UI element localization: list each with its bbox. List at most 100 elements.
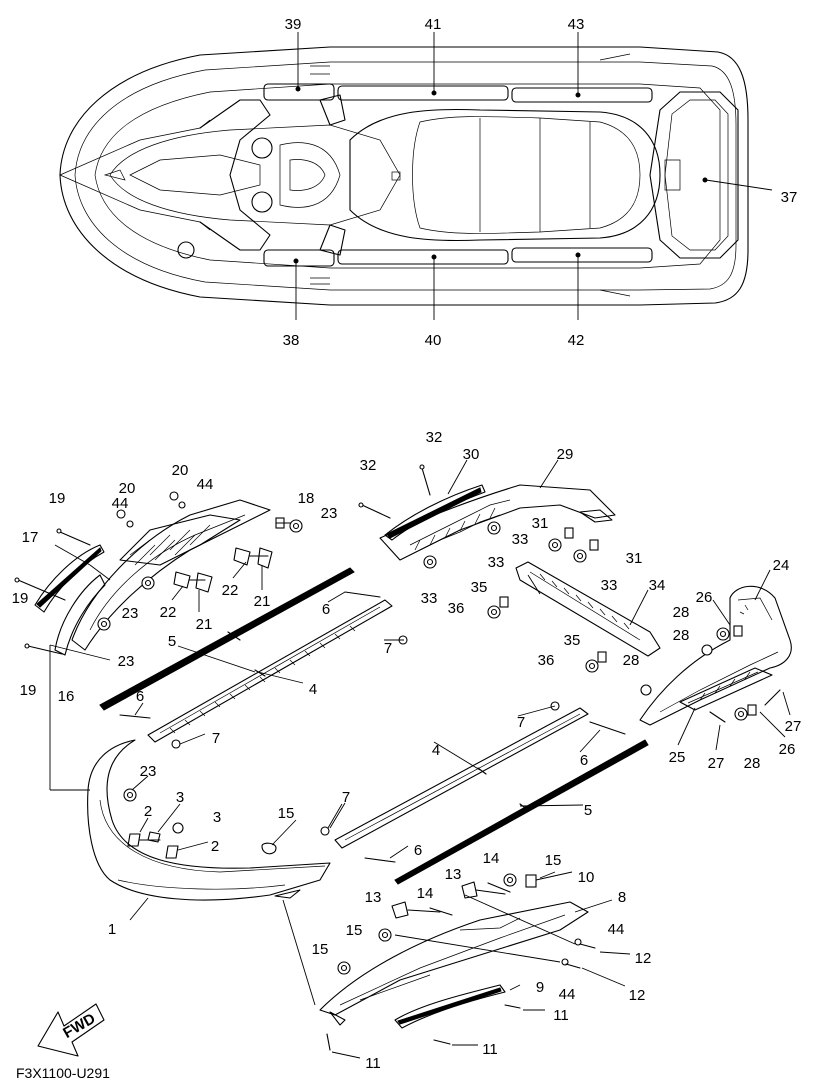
callout-34: 34 <box>649 577 666 594</box>
callout-7: 7 <box>384 640 392 657</box>
callout-32: 32 <box>360 457 377 474</box>
callout-20: 20 <box>119 480 136 497</box>
callout-23: 23 <box>118 653 135 670</box>
bottom-leaders <box>129 775 631 1059</box>
front-left-leaders <box>54 544 263 612</box>
callout-7: 7 <box>212 730 220 747</box>
callout-38: 38 <box>283 332 300 349</box>
callout-14: 14 <box>483 850 500 867</box>
front-bumper-1 <box>49 644 331 901</box>
callout-5: 5 <box>168 633 176 650</box>
part-25 <box>679 667 773 711</box>
callout-7: 7 <box>517 714 525 731</box>
fasteners-bottom <box>326 873 596 1051</box>
callout-12: 12 <box>629 987 646 1004</box>
fasteners-rear <box>640 625 781 723</box>
sponson-8 <box>319 901 589 1026</box>
callout-6: 6 <box>322 601 330 618</box>
callout-24: 24 <box>773 557 790 574</box>
callout-26: 26 <box>779 741 796 758</box>
callout-11: 11 <box>482 1041 498 1058</box>
part-17 <box>34 544 105 613</box>
fasteners-left <box>14 491 303 655</box>
callout-27: 27 <box>785 718 802 735</box>
mat-41 <box>337 85 509 101</box>
callout-28: 28 <box>673 604 690 621</box>
callout-1: 1 <box>108 921 116 938</box>
rub-rail-lower-5 <box>394 739 649 885</box>
part-9 <box>394 984 506 1029</box>
rub-rail-upper-4 <box>119 591 408 749</box>
callout-44: 44 <box>197 476 214 493</box>
callout-35: 35 <box>564 632 581 649</box>
callout-43: 43 <box>568 16 585 33</box>
callout-44: 44 <box>559 986 576 1003</box>
callout-6: 6 <box>136 688 144 705</box>
callout-22: 22 <box>222 582 239 599</box>
callout-8: 8 <box>618 889 626 906</box>
part-30 <box>384 484 486 541</box>
callout-2: 2 <box>211 838 219 855</box>
callout-2: 2 <box>144 803 152 820</box>
callout-28: 28 <box>744 755 761 772</box>
rear-sponson-24 <box>639 585 792 726</box>
callout-3: 3 <box>176 789 184 806</box>
callout-30: 30 <box>463 446 480 463</box>
rail-leaders <box>134 591 601 829</box>
callout-19: 19 <box>12 590 29 607</box>
callout-21: 21 <box>254 593 271 610</box>
callout-15: 15 <box>346 922 363 939</box>
callout-28: 28 <box>673 627 690 644</box>
mat-39 <box>263 83 335 101</box>
right-front-leaders <box>447 459 649 626</box>
callout-6: 6 <box>414 842 422 859</box>
callout-9: 9 <box>536 979 544 996</box>
grab-rail-34 <box>487 561 661 673</box>
callout-39: 39 <box>285 16 302 33</box>
watercraft-top-view <box>59 46 749 306</box>
callout-16: 16 <box>58 688 75 705</box>
callout-15: 15 <box>545 852 562 869</box>
callout-19: 19 <box>49 490 66 507</box>
callout-11: 11 <box>553 1007 569 1024</box>
callout-14: 14 <box>417 885 434 902</box>
callout-29: 29 <box>557 446 574 463</box>
callout-33: 33 <box>488 554 505 571</box>
callout-36: 36 <box>448 600 465 617</box>
callout-40: 40 <box>425 332 442 349</box>
callout-33: 33 <box>601 577 618 594</box>
callout-42: 42 <box>568 332 585 349</box>
callout-28: 28 <box>623 652 640 669</box>
callout-21: 21 <box>196 616 213 633</box>
rub-rail-upper-5 <box>99 567 355 711</box>
rear-deck-mat <box>649 91 739 259</box>
callout-33: 33 <box>512 531 529 548</box>
callout-12: 12 <box>635 950 652 967</box>
callout-19: 19 <box>20 682 37 699</box>
fasteners-right <box>358 464 599 569</box>
callout-27: 27 <box>708 755 725 772</box>
callout-4: 4 <box>309 681 317 698</box>
callout-10: 10 <box>578 869 595 886</box>
mat-43 <box>511 87 653 103</box>
callout-44: 44 <box>608 921 625 938</box>
callout-41: 41 <box>425 16 442 33</box>
callout-4: 4 <box>432 742 440 759</box>
callout-15: 15 <box>278 805 295 822</box>
callout-23: 23 <box>122 605 139 622</box>
callout-3: 3 <box>213 809 221 826</box>
callout-31: 31 <box>626 550 643 567</box>
callout-32: 32 <box>426 429 443 446</box>
callout-13: 13 <box>445 866 462 883</box>
callout-26: 26 <box>696 589 713 606</box>
callout-17: 17 <box>22 529 39 546</box>
callout-37: 37 <box>781 189 798 206</box>
callout-11: 11 <box>365 1055 381 1072</box>
callout-44: 44 <box>112 495 129 512</box>
callout-18: 18 <box>298 490 315 507</box>
top-leaders <box>293 32 773 320</box>
callout-6: 6 <box>580 752 588 769</box>
